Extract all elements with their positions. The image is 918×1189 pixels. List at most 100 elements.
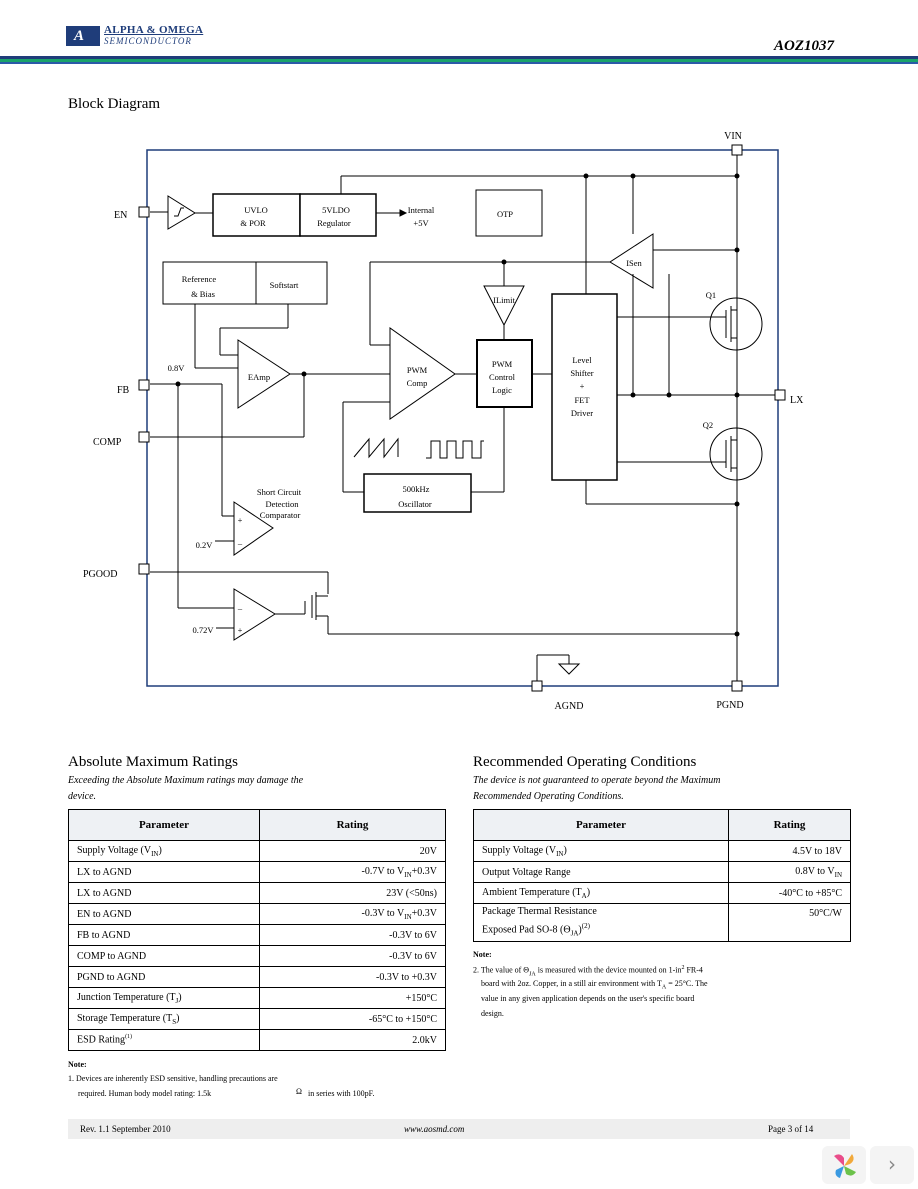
rec-note-1f: FR-4 (686, 965, 703, 975)
table-row: Storage Temperature (TS) -65°C to +150°C (68, 1008, 446, 1030)
rating-cell: 20V (259, 840, 446, 862)
rec-note-1a: 2. The value of (473, 965, 522, 975)
param-cell: Supply Voltage (VIN) (68, 840, 260, 862)
logo-mark: A (74, 28, 85, 44)
pin-label-fb: FB (117, 385, 130, 396)
ref-0p72v-label: 0.72V (192, 625, 214, 635)
param-cell: Storage Temperature (TS) (68, 1008, 260, 1030)
param-sub: IN (151, 849, 159, 858)
param-sub: IN (556, 849, 564, 858)
abs-note-2: required. Human body model rating: 1.5k (78, 1089, 212, 1098)
block-diagram-title: Block Diagram (68, 96, 161, 112)
q2-label: Q2 (703, 420, 713, 430)
param-text: ESD Rating (77, 1034, 126, 1046)
omega-glyph: Ω (296, 1087, 302, 1096)
pwm-logic-label-2: Control (489, 372, 516, 382)
rec-note-2c: = 25°C. The (668, 979, 708, 988)
rating-text: -40°C to +85°C (778, 887, 842, 899)
rating-text: 2.0kV (412, 1034, 437, 1046)
rec-note-line3: value in any given application depends o… (481, 994, 695, 1003)
table-row: Supply Voltage (VIN)4.5V to 18V (473, 840, 851, 862)
table-row: EN to AGND-0.3V to VIN+0.3V (68, 903, 446, 925)
abs-note-3: in series with 100pF. (308, 1089, 375, 1098)
param-text: Supply Voltage (V (482, 844, 557, 856)
pin-label-en: EN (114, 210, 127, 221)
thermal-line1: Package Thermal Resistance (482, 906, 597, 917)
thermal-line2: Exposed Pad SO-8 ( (482, 924, 564, 936)
param-tail: ) (158, 844, 162, 856)
eamp-label: EAmp (248, 372, 270, 382)
param-text: EN to AGND (77, 908, 132, 920)
rating-cell: 0.8V to VIN (728, 861, 851, 883)
bias-label: & Bias (191, 289, 215, 299)
ldo-label: 5VLDO (322, 205, 350, 215)
param-text: Junction Temperature (T (77, 991, 176, 1003)
param-text: LX to AGND (77, 887, 132, 899)
rec-note-2b: A (661, 984, 667, 991)
rating-sub: IN (404, 912, 412, 921)
rating-text: -0.3V to 6V (389, 950, 437, 962)
rating-cell: +150°C (259, 987, 446, 1009)
pin-label-agnd: AGND (555, 701, 584, 712)
param-text: COMP to AGND (77, 950, 147, 962)
thermal-rating: 50°C/W (728, 902, 851, 943)
next-page-button[interactable]: › (870, 1146, 914, 1184)
param-cell: PGND to AGND (68, 966, 260, 988)
pin-label-lx: LX (790, 395, 804, 406)
osc-label: 500kHz (403, 484, 430, 494)
level-shifter-label-3: + (580, 381, 585, 391)
table-row: Supply Voltage (VIN)20V (68, 840, 446, 862)
rating-tail: +0.3V (411, 865, 437, 877)
pg-minus: – (237, 603, 243, 613)
param-cell: FB to AGND (68, 924, 260, 946)
param-tail: ) (586, 886, 591, 898)
rating-text: -65°C to +150°C (368, 1013, 437, 1025)
param-text: PGND to AGND (77, 971, 146, 983)
pin-pgnd (731, 680, 743, 692)
pinwheel-icon (834, 1154, 856, 1178)
osc-label-2: Oscillator (398, 499, 432, 509)
pin-pgood (138, 563, 150, 575)
rec-note-1e: 2 (681, 965, 685, 971)
param-text: LX to AGND (77, 866, 132, 878)
level-shifter-label: Level (572, 355, 592, 365)
pin-label-comp: COMP (93, 437, 122, 448)
param-tail: ) (563, 844, 567, 856)
pin-lx (774, 389, 786, 401)
col-rating: Rating (728, 809, 851, 841)
table-row: Junction Temperature (TJ)+150°C (68, 987, 446, 1009)
param-cell: ESD Rating(1) (68, 1029, 260, 1051)
rec-op-subtitle: The device is not guaranteed to operate … (473, 775, 721, 786)
por-label: & POR (240, 218, 266, 228)
ref-0p2v-label: 0.2V (196, 540, 214, 550)
rating-cell: -0.7V to VIN+0.3V (259, 861, 446, 883)
pin-label-pgood: PGOOD (83, 569, 117, 580)
param-cell: LX to AGND (68, 882, 260, 904)
table-row: ESD Rating(1) 2.0kV (68, 1029, 446, 1051)
rating-cell: 2.0kV (259, 1029, 446, 1051)
rating-cell: -0.3V to 6V (259, 924, 446, 946)
header-stripe (0, 56, 918, 59)
param-cell: COMP to AGND (68, 945, 260, 967)
param-text: FB to AGND (77, 929, 131, 941)
rating-text: -0.3V to 6V (389, 929, 437, 941)
scd-minus: – (237, 538, 243, 548)
rating-sub: IN (834, 870, 842, 879)
pin-vin (731, 144, 743, 156)
footer-url[interactable]: www.aosmd.com (404, 1124, 465, 1134)
pin-label-vin: VIN (724, 131, 742, 142)
scd-label: Short Circuit (257, 487, 302, 497)
scd-plus: + (238, 515, 243, 525)
rec-note-line2: board with 2oz. Copper, in a still air e… (481, 976, 861, 996)
company-name: ALPHA & OMEGA (104, 24, 204, 36)
table-row: LX to AGND -0.7V to VIN+0.3V (68, 861, 446, 883)
rec-op-title: Recommended Operating Conditions (473, 754, 697, 770)
scd-label-2: Detection (265, 499, 299, 509)
pin-fb (138, 379, 150, 391)
param-text: Ambient Temperature (T (482, 886, 582, 898)
pg-plus: + (238, 625, 243, 635)
viewer-logo-icon[interactable] (822, 1146, 866, 1184)
otp-label: OTP (497, 209, 513, 219)
